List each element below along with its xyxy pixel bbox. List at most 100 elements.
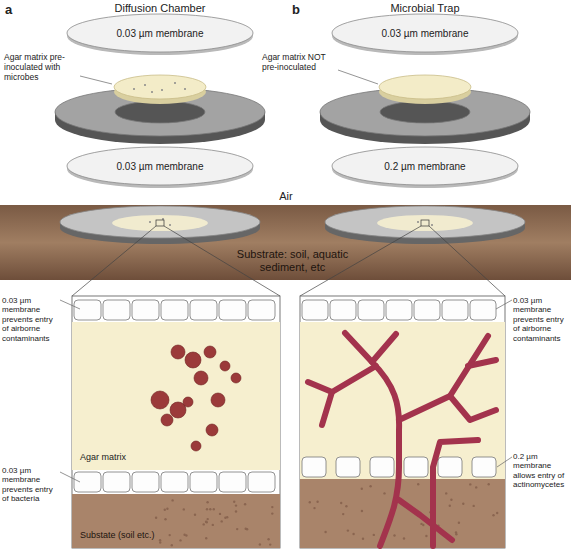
membrane-cell xyxy=(219,472,246,492)
substrate-label: Substate (soil etc.) xyxy=(80,530,170,541)
soil-grain xyxy=(352,533,354,535)
membrane-disk: 0.03 µm membrane xyxy=(65,146,255,190)
panel-title: Diffusion Chamber xyxy=(90,2,230,15)
membrane-cell xyxy=(74,300,101,320)
soil-grain xyxy=(179,539,181,541)
soil-grain xyxy=(166,508,168,510)
substrate-region: Substrate: soil, aquatic sediment, etc xyxy=(0,205,571,280)
air-label: Air xyxy=(270,190,302,203)
membrane-cell xyxy=(161,472,188,492)
soil-grain xyxy=(425,535,427,537)
membrane-cell xyxy=(386,300,412,320)
membrane-cell xyxy=(219,300,246,320)
soil-grain xyxy=(206,521,208,523)
agar-label: Agar matrix xyxy=(80,452,150,463)
soil-grain xyxy=(259,543,261,545)
soil-grain xyxy=(183,508,185,510)
soil-grain xyxy=(159,539,161,541)
membrane-label: 0.03 µm membrane xyxy=(382,28,469,39)
soil-grain xyxy=(194,514,196,516)
agar-label: Agar matrix NOT pre-inoculated xyxy=(262,52,336,72)
soil-grain xyxy=(235,504,237,506)
soil-grain xyxy=(267,538,269,540)
membrane-cell xyxy=(74,472,101,492)
membrane-note: 0.03 µm membrane prevents entry of airbo… xyxy=(513,296,570,343)
panel-title: Microbial Trap xyxy=(360,2,490,15)
zoom-line xyxy=(72,226,505,296)
soil-grain xyxy=(159,541,161,543)
membrane-cell xyxy=(190,472,217,492)
soil-grain xyxy=(492,514,494,516)
soil-grain xyxy=(236,528,238,530)
detail-panel xyxy=(72,296,280,548)
membrane-cell xyxy=(404,457,428,477)
membrane-cell xyxy=(336,457,360,477)
membrane-disk: 0.03 µm membrane xyxy=(330,13,520,57)
soil-grain xyxy=(403,537,405,539)
soil-grain xyxy=(361,488,363,490)
membrane-cell xyxy=(132,300,159,320)
soil-grain xyxy=(244,503,246,505)
membrane-label: 0.03 µm membrane xyxy=(117,28,204,39)
membrane-face xyxy=(332,147,518,185)
soil-grain xyxy=(455,533,457,535)
soil-grain xyxy=(361,510,363,512)
membrane-face xyxy=(67,147,253,185)
membrane-cell xyxy=(438,457,462,477)
membrane-note: 0.03 µm membrane prevents entry of bacte… xyxy=(2,466,60,504)
soil-grain xyxy=(473,505,475,507)
soil-grain xyxy=(417,483,419,485)
membrane-cell xyxy=(132,472,159,492)
substrate-band xyxy=(0,205,571,280)
membrane-face xyxy=(332,14,518,52)
soil-grain xyxy=(183,534,185,536)
soil-grain xyxy=(164,509,166,511)
detail-panel xyxy=(300,296,505,548)
membrane-cell xyxy=(358,300,384,320)
embedded-washer xyxy=(60,206,525,244)
membrane-cell xyxy=(442,300,468,320)
soil-grain xyxy=(219,513,221,515)
soil-grain xyxy=(342,513,344,515)
agar-label: Agar matrix pre-inoculated with microbes xyxy=(4,52,78,82)
soil-grain xyxy=(345,505,347,507)
soil-grain xyxy=(445,492,447,494)
soil-grain xyxy=(171,544,173,546)
soil-grain xyxy=(449,505,451,507)
soil-grain xyxy=(233,501,235,503)
soil-grain xyxy=(207,518,209,520)
membrane-cell xyxy=(248,472,275,492)
soil-grain xyxy=(271,506,273,508)
soil-grain xyxy=(373,534,375,536)
soil-grain xyxy=(213,508,215,510)
membrane-note: 0.03 µm membrane prevents entry of airbo… xyxy=(2,296,60,343)
membrane-cell xyxy=(302,457,326,477)
soil-grain xyxy=(206,508,208,510)
membrane-cell xyxy=(161,300,188,320)
soil-grain xyxy=(475,486,477,488)
membrane-note: 0.2 µm membrane allows entry of actinomy… xyxy=(513,452,570,490)
soil-grain xyxy=(393,534,395,536)
soil-grain xyxy=(164,518,166,520)
membrane-cell xyxy=(472,457,496,477)
soil-grain xyxy=(496,512,498,514)
soil-grain xyxy=(369,485,371,487)
membrane-cell xyxy=(103,300,130,320)
soil-grain xyxy=(206,501,208,503)
membrane-disk: 0.03 µm membrane xyxy=(65,13,255,57)
membrane-label: 0.2 µm membrane xyxy=(384,161,465,172)
membrane-cell xyxy=(414,300,440,320)
soil-grain xyxy=(269,543,271,545)
substrate-label: Substrate: soil, aquatic sediment, etc xyxy=(223,248,363,274)
membrane-cell xyxy=(190,300,217,320)
soil-grain xyxy=(313,507,315,509)
soil-grain xyxy=(221,520,223,522)
soil-grain xyxy=(235,510,237,512)
soil-grain xyxy=(309,501,311,503)
soil-grain xyxy=(324,531,326,533)
actinomycete-hyphae xyxy=(308,333,496,546)
membrane-cell xyxy=(302,300,328,320)
soil-grain xyxy=(362,538,364,540)
membrane-cell xyxy=(370,457,394,477)
